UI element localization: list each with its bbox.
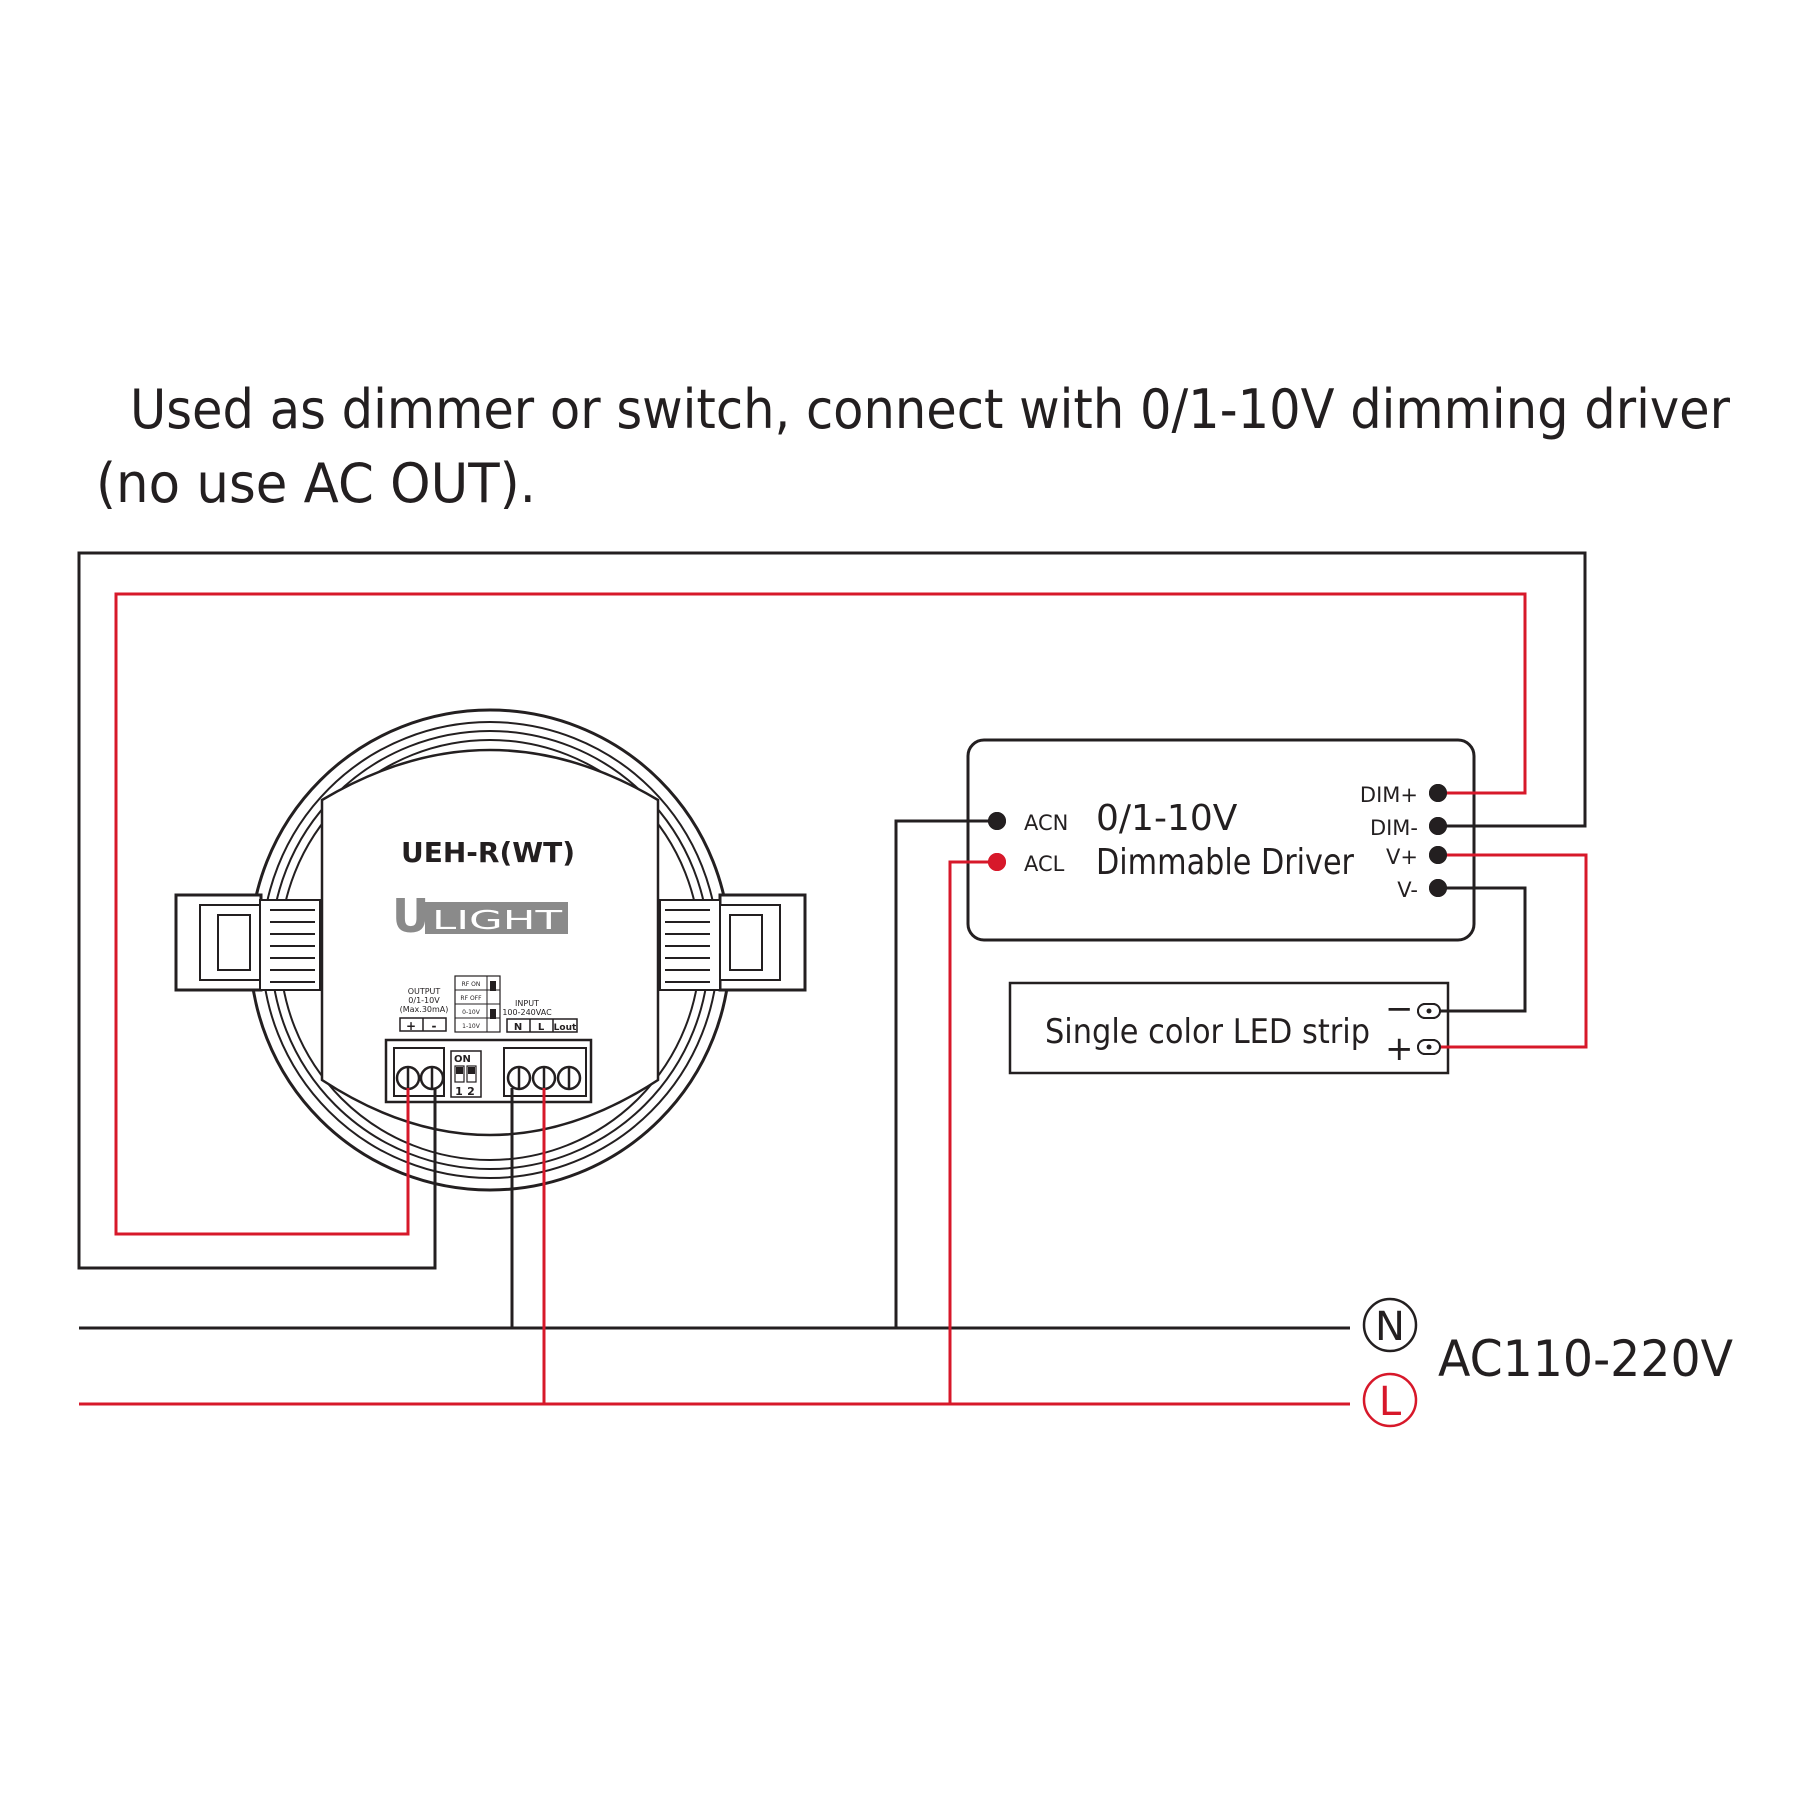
acn-terminal-dot <box>988 812 1006 830</box>
dim-minus-label: DIM- <box>1370 816 1418 840</box>
output-plus: + <box>406 1019 416 1033</box>
caption-line-2: (no use AC OUT). <box>96 452 536 515</box>
dimmer-device: UEH-R(WT) U LIGHT OUTPUT 0/1-10V (Max.30… <box>174 708 807 1192</box>
driver-box <box>966 738 1476 942</box>
led-plus-symbol: + <box>1385 1029 1414 1069</box>
v-plus-label: V+ <box>1386 845 1418 869</box>
logo-light: LIGHT <box>432 906 562 936</box>
wire-driver-acn <box>894 819 997 1328</box>
dim-plus-label: DIM+ <box>1360 783 1418 807</box>
input-label-2: 100-240VAC <box>502 1008 552 1017</box>
wire-driver-acl <box>948 860 997 1404</box>
output-label-3: (Max.30mA) <box>400 1005 449 1014</box>
acl-label: ACL <box>1024 852 1065 876</box>
circled-l-icon: L <box>1362 1372 1418 1428</box>
output-label-1: OUTPUT <box>408 987 441 996</box>
led-minus-symbol: − <box>1385 989 1414 1029</box>
led-strip-box <box>1008 981 1450 1075</box>
screw-terminal-icon <box>419 1065 445 1091</box>
acl-terminal-dot <box>988 853 1006 871</box>
dip-label-0-10v: 0-10V <box>462 1009 481 1016</box>
output-minus: - <box>432 1019 437 1033</box>
v-minus-label: V- <box>1397 878 1418 902</box>
screw-terminal-icon <box>395 1065 421 1091</box>
wire-v-plus <box>1429 853 1588 1049</box>
mains-voltage: AC110-220V <box>1438 1330 1733 1388</box>
mains-l-label: L <box>1379 1379 1402 1425</box>
mains-n-label: N <box>1375 1304 1405 1350</box>
dip-label-table: RF ON RF OFF 0-10V 1-10V <box>454 975 501 1033</box>
v-plus-terminal-dot <box>1429 846 1447 864</box>
driver-title-line-2: Dimmable Driver <box>1096 842 1354 883</box>
right-mounting-clip <box>659 893 807 992</box>
device-model: UEH-R(WT) <box>401 836 575 869</box>
wire-dim-minus <box>77 551 1587 1270</box>
logo-u: U <box>392 889 429 943</box>
led-strip: Single color LED strip − + <box>1008 981 1450 1075</box>
v-minus-terminal-dot <box>1429 879 1447 897</box>
input-terminal-label-box <box>506 1018 578 1033</box>
dip-label-1-10v: 1-10V <box>462 1023 481 1030</box>
dip-label-rf-off: RF OFF <box>460 995 482 1002</box>
dip-label-rf-on: RF ON <box>462 981 481 988</box>
input-l-label: L <box>538 1022 545 1033</box>
input-label-1: INPUT <box>515 999 539 1008</box>
left-mounting-clip <box>174 893 321 992</box>
dim-plus-terminal-dot <box>1429 784 1447 802</box>
dip-1-label: 1 <box>455 1085 463 1098</box>
ulight-logo: U LIGHT <box>392 889 568 943</box>
dip-on-label: ON <box>454 1054 471 1065</box>
input-lout-label: Lout <box>554 1023 577 1033</box>
output-label-2: 0/1-10V <box>408 996 440 1005</box>
driver-title-line-1: 0/1-10V <box>1096 798 1238 839</box>
terminal-block: ON 1 2 <box>384 1038 593 1104</box>
screw-terminal-icon <box>556 1065 582 1091</box>
dim-minus-terminal-dot <box>1429 817 1447 835</box>
logo-bar <box>425 902 568 934</box>
input-n-label: N <box>514 1022 522 1033</box>
wires <box>77 551 1588 1406</box>
acn-label: ACN <box>1024 811 1068 835</box>
dip-switch: ON 1 2 <box>450 1050 482 1098</box>
circled-n-icon: N <box>1362 1297 1418 1353</box>
caption-line-1: Used as dimmer or switch, connect with 0… <box>130 378 1731 441</box>
wire-dim-plus <box>114 592 1527 1236</box>
screw-terminal-icon <box>531 1065 557 1091</box>
dip-2-label: 2 <box>467 1085 475 1098</box>
dimmable-driver: 0/1-10V Dimmable Driver ACN ACL DIM+ DIM… <box>966 738 1476 942</box>
screw-terminal-icon <box>506 1065 532 1091</box>
wire-v-minus <box>1429 886 1527 1013</box>
led-strip-label: Single color LED strip <box>1045 1012 1370 1052</box>
